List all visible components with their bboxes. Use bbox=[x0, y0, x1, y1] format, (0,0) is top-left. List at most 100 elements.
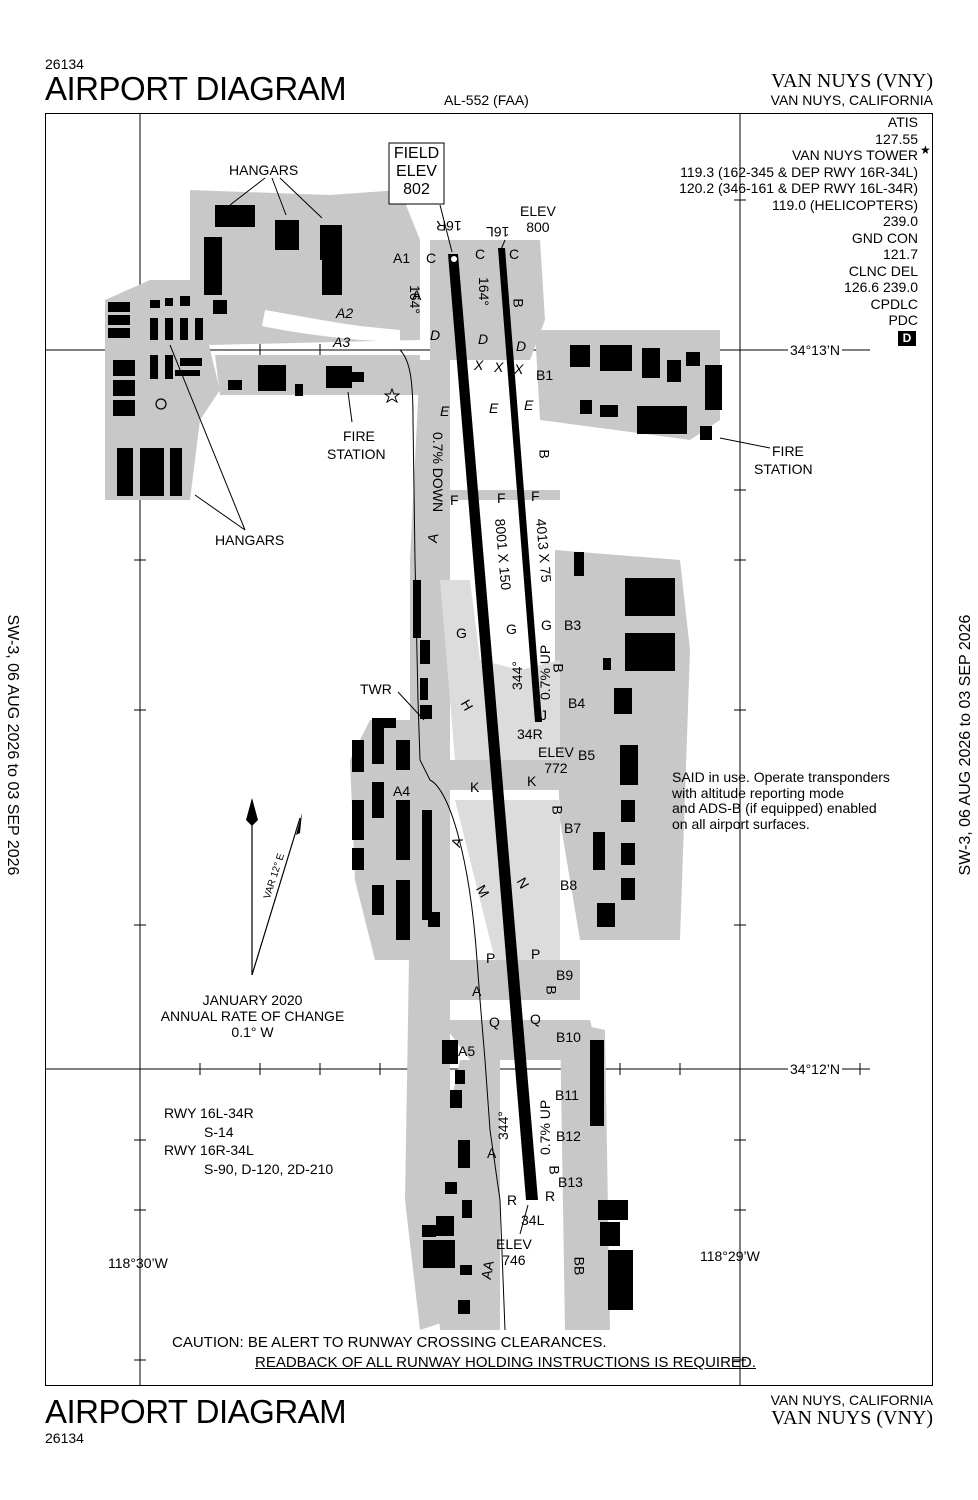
longitude-west-label: 118°30’W bbox=[108, 1255, 168, 1271]
taxiway-label: D bbox=[478, 331, 489, 347]
airport-name-bottom: VAN NUYS (VNY) bbox=[771, 1407, 933, 1429]
heading-164-east: 164° bbox=[476, 277, 492, 306]
taxiway-label: D bbox=[516, 338, 527, 354]
taxiway-label: B12 bbox=[556, 1128, 581, 1144]
taxiway-label: K bbox=[527, 773, 537, 789]
runway-34l-label: 34L bbox=[521, 1212, 545, 1228]
heading-344-upper: 344° bbox=[509, 661, 525, 690]
taxiway-label: E bbox=[524, 397, 534, 413]
taxiway-label: B bbox=[543, 985, 560, 995]
taxiway-label: B9 bbox=[556, 967, 574, 983]
hangars-top-label: HANGARS bbox=[229, 162, 299, 178]
taxiway-label: A5 bbox=[458, 1043, 476, 1059]
pdc-badge: D bbox=[898, 331, 916, 346]
hangars-left-label: HANGARS bbox=[215, 532, 285, 548]
fire-station-left-line2: STATION bbox=[327, 446, 386, 462]
taxiway-label: X bbox=[514, 361, 524, 377]
taxiway-label: F bbox=[450, 492, 459, 508]
runway-34r-label: 34R bbox=[517, 726, 543, 742]
taxiway-label: F bbox=[531, 488, 540, 504]
taxiway-label: G bbox=[456, 625, 467, 641]
taxiway-label: R bbox=[545, 1188, 556, 1204]
taxiway-label: AA bbox=[477, 1259, 497, 1281]
doc-number-top: 26134 bbox=[45, 56, 84, 72]
taxiway-label: A2 bbox=[336, 305, 354, 321]
fire-station-right-line2: STATION bbox=[754, 461, 813, 477]
taxiway-label: B1 bbox=[536, 367, 554, 383]
longitude-east-label: 118°29’W bbox=[700, 1248, 760, 1264]
fire-station-left-line1: FIRE bbox=[343, 428, 375, 444]
beacon-icon bbox=[383, 387, 401, 404]
runway-16r-label: 16R bbox=[436, 218, 462, 234]
frequency-list: ATIS 127.55 VAN NUYS TOWER 119.3 (162-34… bbox=[679, 114, 918, 328]
taxiway-label: E bbox=[440, 403, 450, 419]
caution-line1: CAUTION: BE ALERT TO RUNWAY CROSSING CLE… bbox=[172, 1334, 607, 1351]
taxiway-label: C bbox=[475, 246, 486, 262]
runway-16l-34r bbox=[498, 248, 542, 722]
taxiway-label: B5 bbox=[578, 747, 596, 763]
taxiway-label: D bbox=[430, 327, 441, 343]
taxiway-label: A bbox=[412, 287, 422, 303]
doc-number-bottom: 26134 bbox=[45, 1430, 84, 1446]
taxiway-label: B11 bbox=[555, 1087, 579, 1103]
runways bbox=[448, 248, 542, 1200]
airport-name-top: VAN NUYS (VNY) bbox=[771, 70, 933, 92]
taxiway-label: X bbox=[474, 357, 484, 373]
taxiway-label: A bbox=[487, 1145, 497, 1161]
taxiway-label: P bbox=[486, 950, 496, 966]
footer-title: AIRPORT DIAGRAM bbox=[45, 1393, 347, 1430]
taxiway-label: G bbox=[506, 621, 517, 637]
field-elev-box: FIELD ELEV 802 bbox=[393, 145, 440, 198]
taxiway-label: A4 bbox=[393, 783, 411, 799]
heading-344-lower: 344° bbox=[495, 1111, 511, 1140]
taxiway-label: B3 bbox=[564, 617, 582, 633]
taxiway-label: X bbox=[494, 359, 504, 375]
taxiway-label: A3 bbox=[333, 334, 351, 350]
north-arrow-icon bbox=[246, 798, 302, 976]
city-state-top: VAN NUYS, CALIFORNIA bbox=[770, 92, 933, 108]
taxiway-label: B10 bbox=[556, 1029, 581, 1045]
chart-id: AL-552 (FAA) bbox=[444, 92, 529, 108]
slope-up-lower: 0.7% UP bbox=[537, 1099, 553, 1155]
taxiway-label: B bbox=[549, 805, 566, 815]
taxiway-label: B bbox=[510, 298, 527, 308]
taxiway-label: C bbox=[426, 250, 437, 266]
taxiway-label: F bbox=[497, 490, 506, 506]
taxiway-label: A bbox=[472, 983, 482, 999]
taxiway-label: K bbox=[470, 779, 480, 795]
taxiway-label: B13 bbox=[558, 1174, 583, 1190]
taxiway-label: C bbox=[509, 246, 520, 262]
star-icon: ★ bbox=[920, 143, 931, 157]
rate-of-change-note: JANUARY 2020 ANNUAL RATE OF CHANGE 0.1° … bbox=[160, 992, 345, 1040]
tower-label: TWR bbox=[360, 681, 392, 697]
latitude-south-label: 34°12’N bbox=[788, 1061, 842, 1077]
taxiway-label: Q bbox=[489, 1014, 500, 1030]
page-title: AIRPORT DIAGRAM bbox=[45, 70, 347, 107]
taxiway-label: B4 bbox=[568, 695, 586, 711]
said-note: SAID in use. Operate transponders with a… bbox=[672, 769, 890, 832]
fire-station-right-line1: FIRE bbox=[772, 443, 804, 459]
taxiway-label: B bbox=[550, 663, 567, 673]
runway-strength-note: RWY 16L-34R S-14 RWY 16R-34L S-90, D-120… bbox=[164, 1105, 334, 1177]
latitude-north-label: 34°13’N bbox=[788, 342, 842, 358]
slope-down-label: 0.7% DOWN bbox=[430, 432, 446, 513]
runway-16r-34l bbox=[448, 254, 538, 1200]
taxiway-label: R bbox=[507, 1192, 518, 1208]
runway-16l-label: 16L bbox=[486, 224, 510, 240]
taxiway-label: P bbox=[531, 946, 541, 962]
taxiway-label: B8 bbox=[560, 877, 578, 893]
buildings bbox=[108, 205, 722, 1314]
city-state-bottom: VAN NUYS, CALIFORNIA bbox=[770, 1392, 933, 1408]
taxiway-label: Q bbox=[530, 1011, 541, 1027]
taxiway-label: B bbox=[536, 449, 553, 459]
taxiway-label: BB bbox=[571, 1256, 588, 1276]
caution-line2: READBACK OF ALL RUNWAY HOLDING INSTRUCTI… bbox=[255, 1354, 756, 1371]
taxiway-label: B7 bbox=[564, 820, 582, 836]
taxiway-label: J bbox=[540, 707, 547, 723]
taxiway-label: A1 bbox=[393, 250, 411, 266]
taxiway-label: G bbox=[541, 617, 552, 633]
